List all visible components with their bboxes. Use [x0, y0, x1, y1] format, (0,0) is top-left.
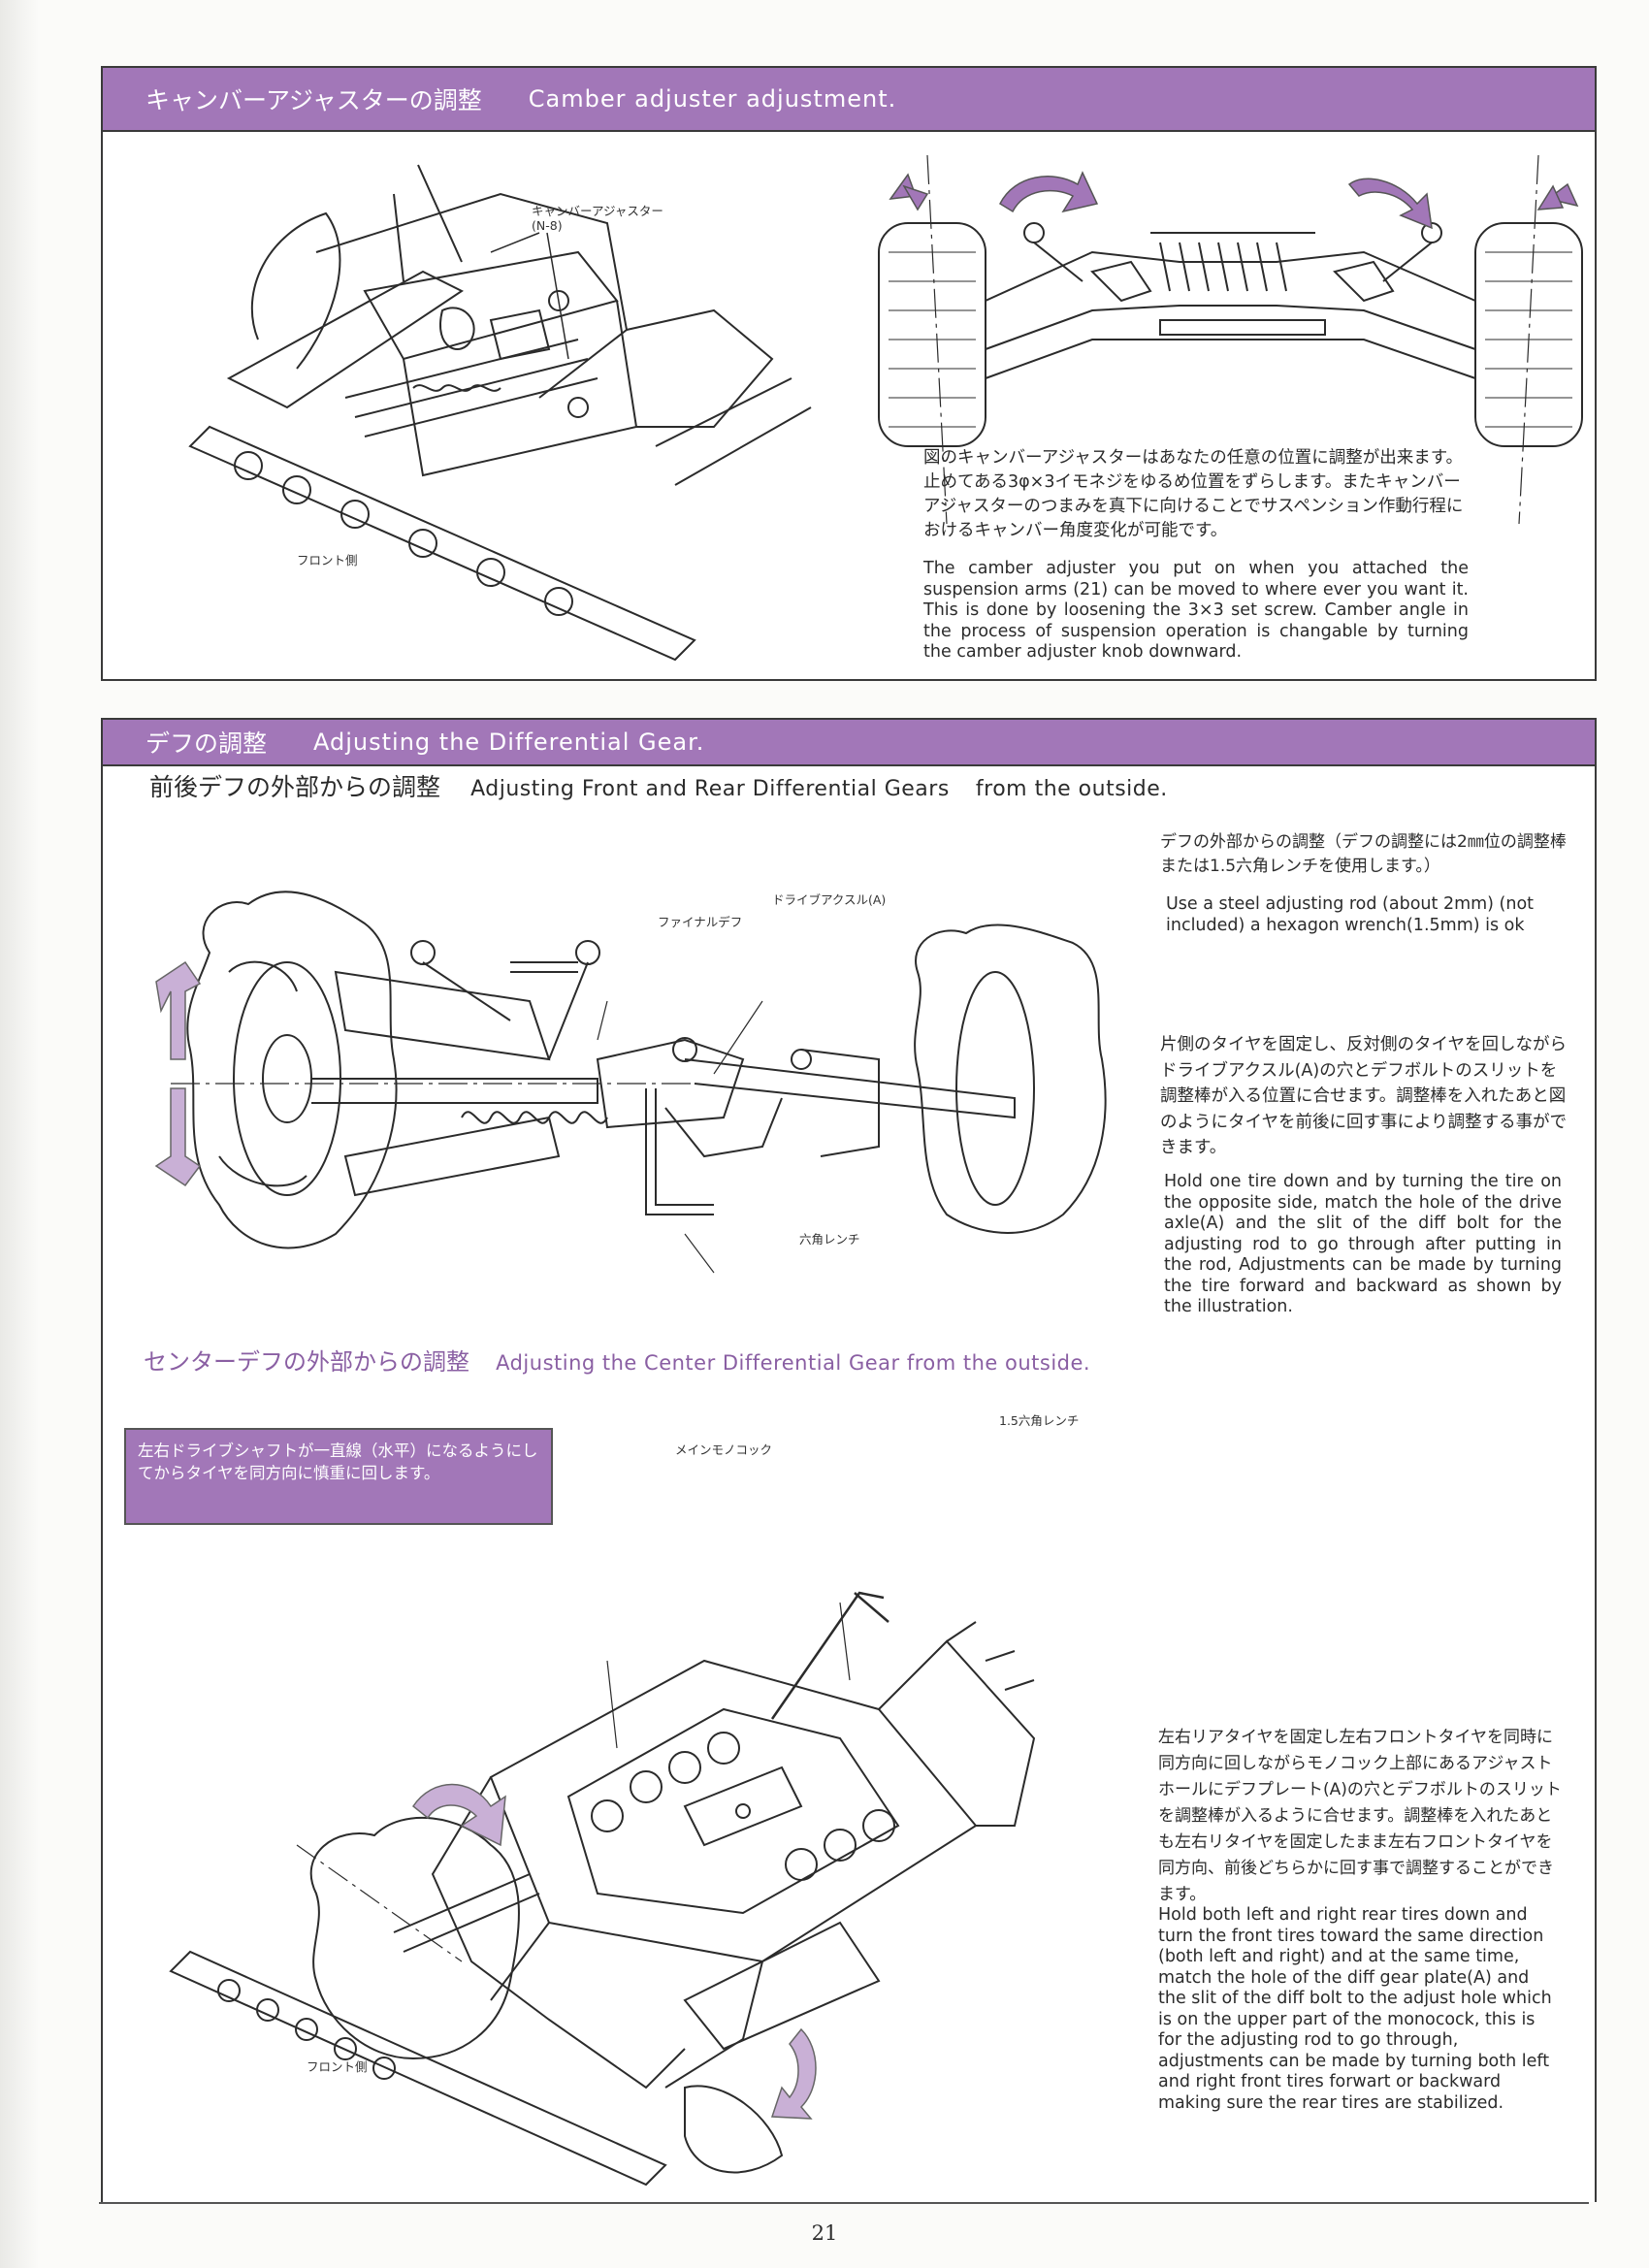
footer-rule — [99, 2202, 1589, 2204]
page-number: 21 — [811, 2221, 838, 2245]
drive-axle-label: ドライブアクスル(A) — [772, 892, 887, 907]
hex-wrench-label: 六角レンチ — [799, 1232, 860, 1247]
diff-subheading-1-jp: 前後デフの外部からの調整 — [149, 773, 441, 801]
diff-section: デフの調整 Adjusting the Differential Gear. 前… — [101, 718, 1597, 2202]
diff-front-rear-jp: 片側のタイヤを固定し、反対側のタイヤを回しながらドライブアクスル(A)の穴とデフ… — [1160, 1035, 1568, 1157]
page-gutter-shadow — [0, 0, 39, 2268]
camber-title-jp: キャンバーアジャスターの調整 — [146, 86, 482, 114]
diff-header-band: デフの調整 Adjusting the Differential Gear. — [103, 720, 1595, 766]
camber-front-side-label: フロント側 — [297, 553, 358, 567]
diff-front-rear-en: Hold one tire down and by turning the ti… — [1164, 1172, 1562, 1316]
camber-text-jp: 図のキャンバーアジャスターはあなたの任意の位置に調整が出来ます。止めてある3φ×… — [923, 448, 1464, 540]
diff-subheading-2: センターデフの外部からの調整 Adjusting the Center Diff… — [144, 1343, 1090, 1377]
diff-subheading-1-en: Adjusting Front and Rear Differential Ge… — [470, 777, 950, 801]
camber-title-en: Camber adjuster adjustment. — [528, 85, 897, 113]
diff-subheading-2-jp: センターデフの外部からの調整 — [144, 1348, 469, 1376]
final-diff-label: ファイナルデフ — [658, 915, 743, 929]
camber-front-view-illustration — [878, 154, 1583, 525]
diff-outside-intro-jp: デフの外部からの調整（デフの調整には2㎜位の調整棒または1.5六角レンチを使用し… — [1160, 832, 1567, 876]
main-monocoque-label: メインモノコック — [675, 1442, 773, 1457]
diff-title-jp: デフの調整 — [146, 729, 268, 758]
camber-perspective-illustration — [188, 164, 812, 662]
diff-subheading-1: 前後デフの外部からの調整 Adjusting Front and Rear Di… — [149, 768, 1168, 803]
diff-subheading-2-en: Adjusting the Center Differential Gear f… — [496, 1351, 1091, 1375]
center-diff-text-en: Hold both left and right rear tires down… — [1158, 1905, 1552, 2113]
diff-outside-intro-en: Use a steel adjusting rod (about 2mm) (n… — [1166, 894, 1535, 935]
camber-section: キャンバーアジャスターの調整 Camber adjuster adjustmen… — [101, 66, 1597, 681]
camber-header-band: キャンバーアジャスターの調整 Camber adjuster adjustmen… — [103, 68, 1595, 132]
diff-title-en: Adjusting the Differential Gear. — [313, 729, 705, 756]
front-rear-diff-illustration — [154, 891, 1107, 1274]
center-diff-note-box: 左右ドライブシャフトが一直線（水平）になるようにしてからタイヤを同方向に慎重に回… — [124, 1428, 553, 1525]
center-diff-illustration — [169, 1591, 1036, 2187]
camber-text-en: The camber adjuster you put on when you … — [923, 559, 1469, 662]
camber-adjuster-label: キャンバーアジャスター (N-8) — [532, 204, 663, 233]
front-side-label-2: フロント側 — [307, 2059, 368, 2074]
diff-subheading-1-en-tail: from the outside. — [975, 777, 1168, 801]
center-diff-text-jp: 左右リアタイヤを固定し左右フロントタイヤを同時に同方向に回しながらモノコック上部… — [1158, 1728, 1562, 1904]
hex-wrench-15-label: 1.5六角レンチ — [999, 1413, 1080, 1428]
